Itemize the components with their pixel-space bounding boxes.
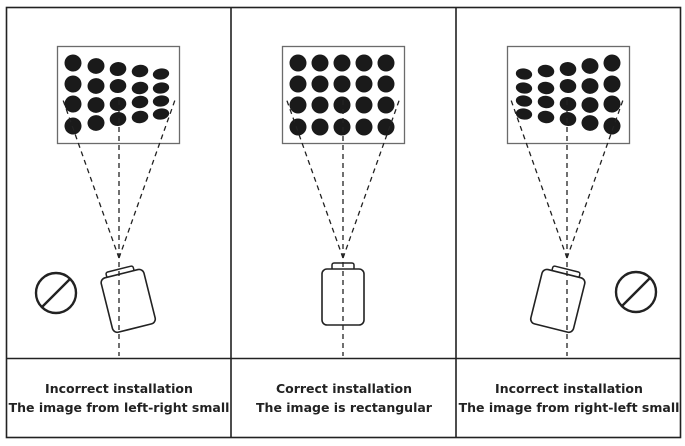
caption-status: Incorrect installation (45, 381, 193, 396)
grid-dot (311, 118, 329, 136)
grid-dot (311, 96, 329, 114)
grid-dot (333, 118, 351, 136)
grid-dot (109, 111, 127, 127)
caption-status: Incorrect installation (495, 381, 643, 396)
grid-dot (333, 96, 351, 114)
grid-dot (559, 111, 577, 127)
grid-dot (559, 78, 577, 94)
outer-frame (5, 6, 682, 439)
grid-dot (603, 75, 621, 93)
grid-dot (289, 54, 307, 72)
caption-description: The image from right-left small (458, 400, 680, 415)
grid-dot (109, 78, 127, 94)
grid-dot (109, 96, 127, 112)
grid-dot (131, 95, 149, 109)
caption-left: Incorrect installation The image from le… (7, 359, 231, 437)
grid-dot (515, 68, 533, 80)
grid-dot (333, 75, 351, 93)
grid-dot (581, 78, 599, 94)
caption-right: Incorrect installation The image from ri… (457, 359, 681, 437)
grid-dot (64, 54, 82, 72)
projection-lines (285, 97, 401, 259)
grid-dot (515, 82, 533, 94)
grid-dot (152, 108, 170, 120)
grid-dot (87, 97, 105, 113)
grid-dot (603, 117, 621, 135)
camera-icon (100, 265, 157, 334)
grid-dot (377, 96, 395, 114)
caption-center: Correct installation The image is rectan… (232, 359, 456, 437)
grid-dot (603, 95, 621, 113)
panel-center (281, 45, 406, 356)
grid-dot (581, 97, 599, 113)
grid-dot (333, 54, 351, 72)
grid-dot (289, 75, 307, 93)
grid-dot (64, 75, 82, 93)
grid-dot (87, 115, 105, 131)
grid-dot (311, 75, 329, 93)
grid-dot (131, 81, 149, 95)
grid-dot (311, 54, 329, 72)
grid-dot (559, 96, 577, 112)
grid-dot (355, 96, 373, 114)
grid-dot (87, 78, 105, 94)
prohibit-icon (614, 270, 658, 314)
grid-dot (131, 64, 149, 78)
dot-grid-image (289, 54, 395, 136)
caption-description: The image is rectangular (256, 400, 432, 415)
grid-dot (289, 96, 307, 114)
grid-dot (515, 108, 533, 120)
grid-dot (515, 95, 533, 107)
panel-left (34, 45, 181, 356)
grid-dot (603, 54, 621, 72)
grid-dot (537, 64, 555, 78)
grid-dot (537, 81, 555, 95)
grid-dot (64, 117, 82, 135)
grid-dot (581, 115, 599, 131)
grid-dot (581, 58, 599, 74)
projection-lines (62, 99, 176, 259)
grid-dot (355, 118, 373, 136)
dot-grid-image (515, 54, 621, 135)
grid-dot (355, 54, 373, 72)
grid-dot (109, 61, 127, 77)
grid-dot (152, 82, 170, 94)
grid-dot (537, 110, 555, 124)
grid-dot (152, 68, 170, 80)
dot-grid-image (64, 54, 170, 135)
grid-dot (87, 58, 105, 74)
caption-description: The image from left-right small (8, 400, 230, 415)
grid-dot (377, 75, 395, 93)
grid-dot (152, 95, 170, 107)
panel-right (506, 45, 658, 356)
grid-dot (377, 54, 395, 72)
caption-status: Correct installation (275, 381, 413, 396)
grid-dot (559, 61, 577, 77)
grid-dot (537, 95, 555, 109)
grid-dot (131, 110, 149, 124)
grid-dot (289, 118, 307, 136)
projection-lines (510, 99, 624, 259)
camera-icon (529, 265, 586, 334)
grid-dot (355, 75, 373, 93)
grid-dot (377, 118, 395, 136)
prohibit-icon (34, 271, 78, 315)
grid-dot (64, 95, 82, 113)
